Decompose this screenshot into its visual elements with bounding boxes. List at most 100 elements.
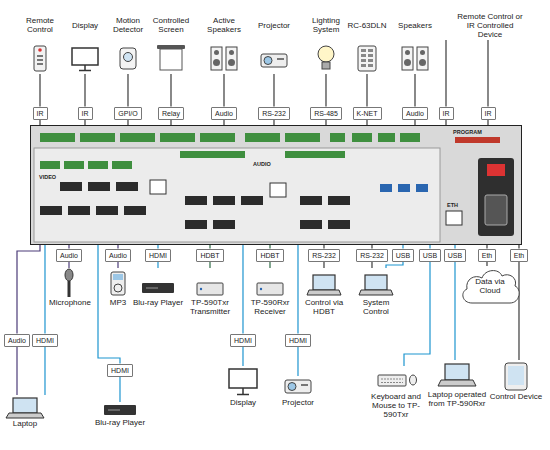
connector — [323, 262, 324, 269]
connector — [402, 245, 403, 249]
connection-label: K-NET — [353, 107, 382, 120]
projector-icon — [285, 380, 311, 393]
projector-icon — [288, 383, 296, 391]
unit-housing — [30, 125, 522, 245]
speaker-icon — [402, 47, 413, 70]
connector — [68, 245, 69, 249]
device-node: Display — [221, 366, 265, 407]
extender-icon — [260, 288, 262, 290]
connector — [297, 245, 298, 334]
mp3-icon — [114, 284, 122, 292]
inner-panel — [34, 148, 440, 242]
projector-icon — [277, 58, 284, 60]
connection-label: Audio — [211, 107, 237, 120]
connector — [68, 262, 69, 269]
display-icon — [72, 48, 98, 65]
hdmi-port — [300, 196, 322, 205]
rj45-port — [270, 183, 286, 197]
device-name: Blu-ray Player — [92, 418, 148, 427]
keyboard-icon — [381, 382, 403, 383]
connector — [454, 245, 455, 249]
terminal-block — [180, 151, 245, 158]
connector — [223, 74, 224, 107]
connector — [127, 74, 128, 107]
connector — [269, 262, 270, 269]
speaker-icon — [419, 59, 426, 66]
connector — [371, 245, 372, 249]
mp3-icon — [111, 272, 125, 295]
connector — [297, 347, 298, 377]
mp3-icon — [113, 274, 123, 280]
terminal-block — [245, 133, 280, 142]
laptop-icon — [307, 290, 341, 295]
connector — [386, 262, 403, 269]
speaker-icon — [213, 59, 220, 66]
extender-icon — [257, 283, 283, 295]
device-node: Projector — [252, 10, 296, 74]
connector — [209, 245, 210, 249]
connector — [518, 245, 519, 249]
device-name: Lighting System — [306, 16, 346, 34]
panel-label: AUDIO — [253, 161, 271, 167]
terminal-block — [378, 133, 395, 142]
signal-name: HDMI — [289, 336, 307, 345]
cloud-shape — [463, 271, 519, 303]
device-node: Laptop — [2, 395, 48, 428]
connection-label: Eth — [510, 249, 529, 262]
bulb-icon — [318, 46, 334, 62]
signal-name: Relay — [162, 109, 180, 118]
device-node: Active Speakers — [202, 10, 246, 74]
device-name: Projector — [276, 398, 320, 407]
connection-label: RS-485 — [310, 107, 342, 120]
keypad-button — [361, 59, 366, 62]
connector — [242, 245, 243, 334]
mouse-icon — [410, 375, 417, 385]
connector — [209, 262, 210, 269]
rj45-port — [150, 180, 166, 194]
device-node: MP3 — [105, 268, 131, 307]
hdmi-port — [185, 196, 207, 205]
hdmi-port — [40, 206, 62, 215]
terminal-block — [200, 133, 235, 142]
hdmi-port — [300, 220, 322, 229]
signal-name: IR — [443, 109, 450, 118]
signal-name: Audio — [8, 336, 26, 345]
device-node: Microphone — [45, 268, 95, 307]
device-name: Microphone — [45, 298, 95, 307]
terminal-block — [160, 133, 195, 142]
connector — [170, 74, 171, 107]
connector — [366, 74, 367, 107]
signal-name: HDBT — [200, 251, 219, 260]
keypad-button — [368, 54, 373, 57]
remote-icon — [37, 59, 43, 61]
signal-name: GPI/O — [118, 109, 137, 118]
device-name: Laptop — [2, 419, 48, 428]
connection-label: Audio — [4, 334, 30, 347]
cloud-node: Data via Cloud — [458, 266, 522, 306]
bulb-icon — [322, 62, 330, 69]
signal-name: IR — [485, 109, 492, 118]
keypad-button — [361, 64, 366, 67]
connector — [16, 347, 17, 396]
signal-name: IR — [37, 109, 44, 118]
terminal-block — [120, 133, 155, 142]
device-node: Laptop operated from TP-590Rxr — [425, 360, 489, 408]
screen-icon — [157, 45, 185, 49]
signal-name: USB — [396, 251, 410, 260]
terminal-block — [285, 133, 320, 142]
connection-label: Relay — [158, 107, 184, 120]
connection-label: Eth — [478, 249, 497, 262]
microphone-icon — [65, 269, 73, 281]
signal-name: HDMI — [149, 251, 167, 260]
panel-label: PROGRAM — [453, 129, 482, 135]
keypad-button — [361, 54, 366, 57]
keypad-button — [361, 49, 366, 52]
connector — [44, 347, 45, 396]
terminal-block — [80, 133, 115, 142]
connector — [429, 245, 430, 249]
terminal-block — [400, 133, 420, 142]
power-switch — [487, 164, 505, 176]
keyboard-icon — [378, 375, 406, 386]
connector — [39, 74, 40, 107]
signal-name: USB — [448, 251, 462, 260]
